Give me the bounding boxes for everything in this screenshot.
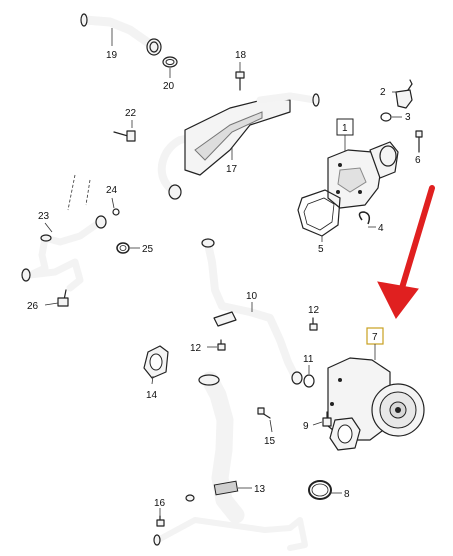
part-20-seal [162, 56, 178, 68]
callout-1: 1 [342, 123, 348, 134]
callout-23: 23 [38, 211, 50, 222]
part-16-bolt [156, 515, 165, 527]
callout-25: 25 [142, 244, 154, 255]
callout-8: 8 [344, 489, 350, 500]
part-3-seal [380, 112, 392, 122]
part-2-sensor [395, 79, 413, 109]
callout-13: 13 [254, 484, 266, 495]
callout-7: 7 [372, 332, 378, 343]
callout-19: 19 [106, 50, 118, 61]
callout-15: 15 [264, 436, 276, 447]
callout-24: 24 [106, 185, 118, 196]
part-14-flange [143, 345, 169, 379]
part-7-water-pump [327, 357, 425, 451]
part-10-pipe [201, 238, 303, 385]
part-19-hose [80, 13, 162, 56]
part-24-seal [112, 208, 120, 216]
highlight-arrow [377, 185, 435, 319]
part-15-bolt [257, 407, 271, 419]
callout-12-lower: 12 [190, 343, 202, 354]
part-22-bolt [113, 130, 136, 142]
part-4-clip [358, 211, 371, 225]
part-26-bolt [57, 289, 69, 307]
part-17-pipe-bracket [157, 92, 320, 200]
part-13-hose [153, 371, 308, 551]
callout-4: 4 [378, 223, 384, 234]
callout-16: 16 [154, 498, 166, 509]
callout-2: 2 [380, 87, 386, 98]
callout-22: 22 [125, 108, 137, 119]
callout-12-upper: 12 [308, 305, 320, 316]
callout-26: 26 [27, 301, 39, 312]
part-9-bolt [322, 411, 332, 427]
callout-6: 6 [415, 155, 421, 166]
part-6-bolt [415, 130, 423, 153]
callout-3: 3 [405, 112, 411, 123]
part-5-gasket [297, 189, 341, 237]
callout-11: 11 [303, 354, 314, 365]
callout-9: 9 [303, 421, 309, 432]
callout-20: 20 [163, 81, 175, 92]
part-12a-bolt [309, 317, 318, 331]
part-12b-bolt [217, 339, 226, 351]
part-25-seal [116, 242, 130, 254]
callout-5: 5 [318, 244, 324, 255]
part-18-bolt [235, 71, 245, 91]
callout-14: 14 [146, 390, 158, 401]
callout-17: 17 [226, 164, 238, 175]
part-11-seal [303, 374, 315, 388]
part-1-thermostat-housing [327, 141, 399, 209]
part-23-pipe [21, 215, 107, 292]
callout-10: 10 [246, 291, 258, 302]
callout-18: 18 [235, 50, 247, 61]
part-8-seal [308, 480, 332, 500]
